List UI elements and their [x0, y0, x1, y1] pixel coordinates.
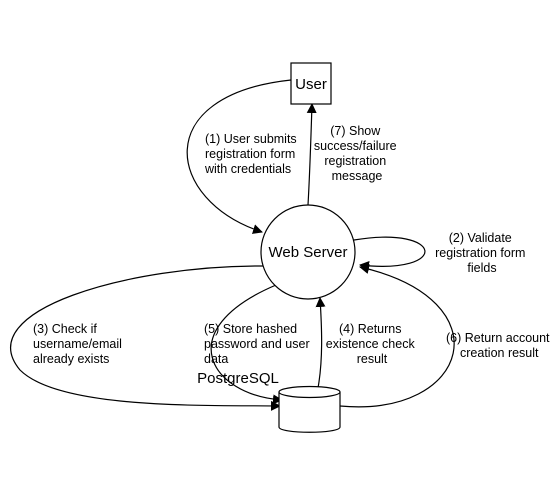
web-server-node-label: Web Server: [269, 244, 348, 261]
edge-4-arrow: [315, 297, 326, 389]
web-server-node: [260, 204, 356, 300]
edge-2-arrow: [353, 236, 426, 271]
edge-3-label: (3) Check if username/email already exis…: [33, 322, 125, 366]
database-node-label: PostgreSQL: [197, 370, 279, 387]
edge-2-label: (2) Validate registration form fields: [435, 231, 529, 275]
edge-7-label: (7) Show success/failure registration me…: [314, 124, 400, 183]
edge-4-label: (4) Returns existence check result: [326, 322, 418, 366]
edge-1-label: (1) User submits registration form with …: [204, 132, 300, 176]
edge-6-label: (6) Return account creation result: [446, 331, 553, 360]
edge-5-label: (5) Store hashed password and user data: [204, 322, 313, 366]
edge-1-arrow: [186, 79, 292, 234]
user-node-label: User: [295, 76, 327, 93]
user-node: [290, 62, 332, 105]
edge-7-arrow: [306, 103, 317, 206]
database-node: [278, 385, 341, 433]
edge-3-arrow: [10, 265, 281, 411]
edge-5-arrow: [210, 284, 283, 405]
edge-6-arrow: [339, 264, 455, 408]
